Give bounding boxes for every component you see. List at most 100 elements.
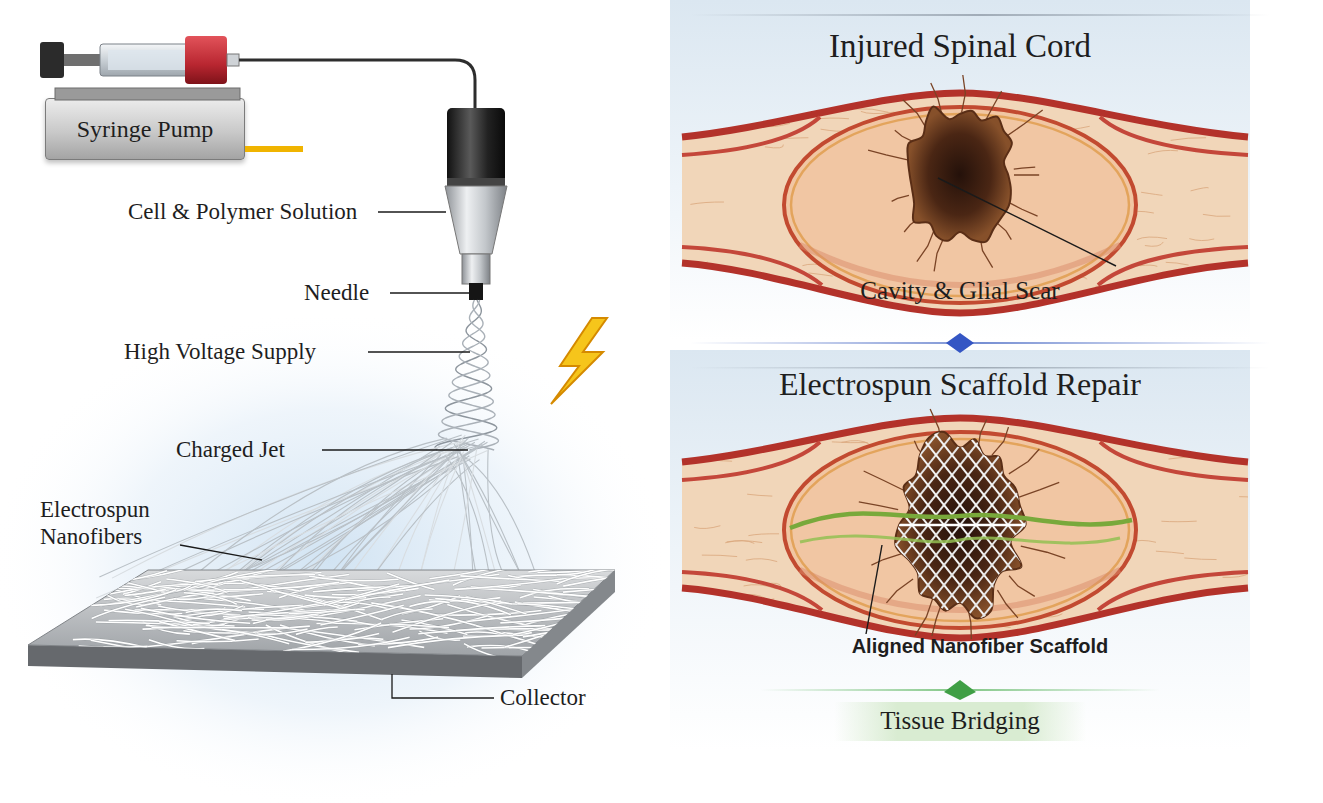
nanofiber-mat-part [402, 596, 460, 614]
repaired-spinal-cord-part-part [1062, 470, 1096, 474]
nanofiber-mat-part [557, 567, 628, 584]
fiber-stream-part [456, 451, 545, 605]
nanofiber-mat-part [186, 609, 242, 612]
injured-spinal-cord-part-part [818, 174, 853, 176]
part-label: Electrospun Nanofibers [40, 496, 190, 550]
spinneret-nozzle-part [447, 108, 505, 184]
scaffold-mesh-part [880, 524, 1040, 527]
nanofiber-mat-part [176, 639, 258, 642]
repaired-spinal-cord-part-part [893, 509, 918, 513]
repaired-spinal-cord-part-part [835, 466, 868, 470]
nanofiber-mat-part [173, 620, 276, 634]
nanofiber-mat-part [145, 587, 251, 601]
nanofiber-mat-part [463, 633, 532, 637]
nanofiber-mat-part [104, 598, 151, 600]
fiber-stream-part [220, 447, 464, 588]
nanofiber-mat-part [183, 569, 277, 590]
nanofiber-mat-part [242, 582, 274, 592]
nanofiber-mat-part [345, 580, 450, 600]
nanofiber-mat-part [161, 581, 196, 592]
nanofiber-mat-part [174, 617, 226, 626]
nanofiber-mat-part [146, 633, 254, 647]
repaired-spinal-cord-part-part [852, 533, 868, 535]
syringe-part [227, 54, 239, 66]
nanofiber-mat-part [388, 635, 530, 647]
nanofiber-mat-part [357, 574, 499, 591]
injured-spinal-cord-part-part [945, 278, 981, 280]
nanofiber-mat-part [79, 646, 148, 647]
injured-spinal-cord-part-part [929, 127, 948, 129]
repaired-spinal-cord-part-part [1074, 486, 1103, 490]
repaired-spinal-cord-part [871, 554, 901, 565]
repaired-spinal-cord-part-part [1057, 598, 1077, 602]
nanofiber-mat-part [177, 591, 230, 599]
injured-spinal-cord-part [1098, 247, 1248, 285]
injured-spinal-cord-part-part [1076, 220, 1096, 221]
nanofiber-mat-part [179, 608, 226, 621]
fiber-stream-part [167, 442, 488, 623]
nanofiber-mat-part [471, 585, 521, 588]
nanofiber-mat-part [318, 575, 405, 591]
scaffold-mesh-part [912, 425, 1072, 625]
nanofiber-mat-part [145, 587, 251, 601]
nanofiber-mat-part [279, 583, 349, 598]
nanofiber-mat-part [371, 603, 484, 628]
fiber-stream-part [459, 450, 525, 581]
nanofiber-mat-part [502, 632, 581, 640]
nanofiber-mat-part [124, 589, 165, 595]
nanofiber-mat-part [224, 613, 292, 619]
fiber-stream-part [407, 460, 456, 631]
fiber-stream-part [198, 442, 452, 594]
part-label: High Voltage Supply [124, 338, 384, 365]
nanofiber-mat-part [358, 637, 438, 645]
nanofiber-mat-part [183, 631, 239, 633]
nanofiber-mat-part [195, 572, 321, 581]
nanofiber-mat-part [526, 613, 576, 624]
repaired-spinal-cord-part-part [858, 563, 877, 567]
injured-spinal-cord-part [980, 234, 993, 268]
nanofiber-mat-part [96, 622, 235, 626]
injured-spinal-cord-part [682, 263, 1248, 313]
nanofiber-mat-part [136, 592, 214, 607]
nanofiber-mat-part [83, 590, 176, 606]
repaired-spinal-cord [682, 409, 1262, 639]
repaired-spinal-cord-part-part [841, 441, 869, 445]
injured-spinal-cord-part-part [943, 219, 961, 222]
nanofiber-mat-part [461, 599, 541, 604]
nanofiber-mat-part [286, 628, 424, 647]
repaired-spinal-cord-part-part [796, 537, 813, 541]
repaired-spinal-cord-part-part [727, 541, 763, 543]
syringe-part [185, 36, 227, 84]
repaired-spinal-cord-part [791, 439, 1129, 621]
scaffold-mesh-part [912, 425, 1072, 625]
nanofiber-mat-part [134, 608, 264, 611]
repaired-spinal-cord-part-part [870, 572, 888, 573]
nanofiber-mat-part [123, 582, 161, 595]
charged-jet-part [438, 300, 495, 450]
nanofiber-mat-part [110, 584, 219, 594]
fiber-stream-part [458, 444, 501, 592]
nanofiber-mat-part [533, 590, 658, 606]
nanofiber-mat-part [221, 630, 289, 644]
repaired-spinal-cord-part-part [706, 593, 731, 594]
repaired-spinal-cord-part-part [748, 534, 779, 536]
nanofiber-mat-part [513, 612, 599, 634]
nanofiber-mat-part [453, 569, 508, 586]
nanofiber-mat-part [288, 594, 403, 609]
nanofiber-mat-part [74, 580, 162, 605]
nanofiber-mat-part [280, 625, 375, 646]
injured-spinal-cord-part-part [867, 234, 887, 237]
fiber-stream-part [237, 459, 470, 629]
nanofiber-mat-part [562, 642, 621, 657]
callout-label: Cavity & Glial Scar [670, 277, 1250, 306]
nanofiber-mat-part [266, 603, 360, 620]
injured-spinal-cord-part-part [1049, 260, 1081, 265]
nanofiber-mat-part [465, 596, 526, 614]
fiber-stream-part [96, 453, 469, 598]
repaired-spinal-cord-part-part [758, 629, 780, 632]
repaired-spinal-cord-part-part [1062, 474, 1091, 476]
nanofiber-mat-part [296, 627, 338, 634]
repaired-spinal-cord-part-part [942, 532, 968, 533]
nanofiber-mat-part [305, 634, 379, 643]
nanofiber-mat-part [248, 609, 365, 617]
